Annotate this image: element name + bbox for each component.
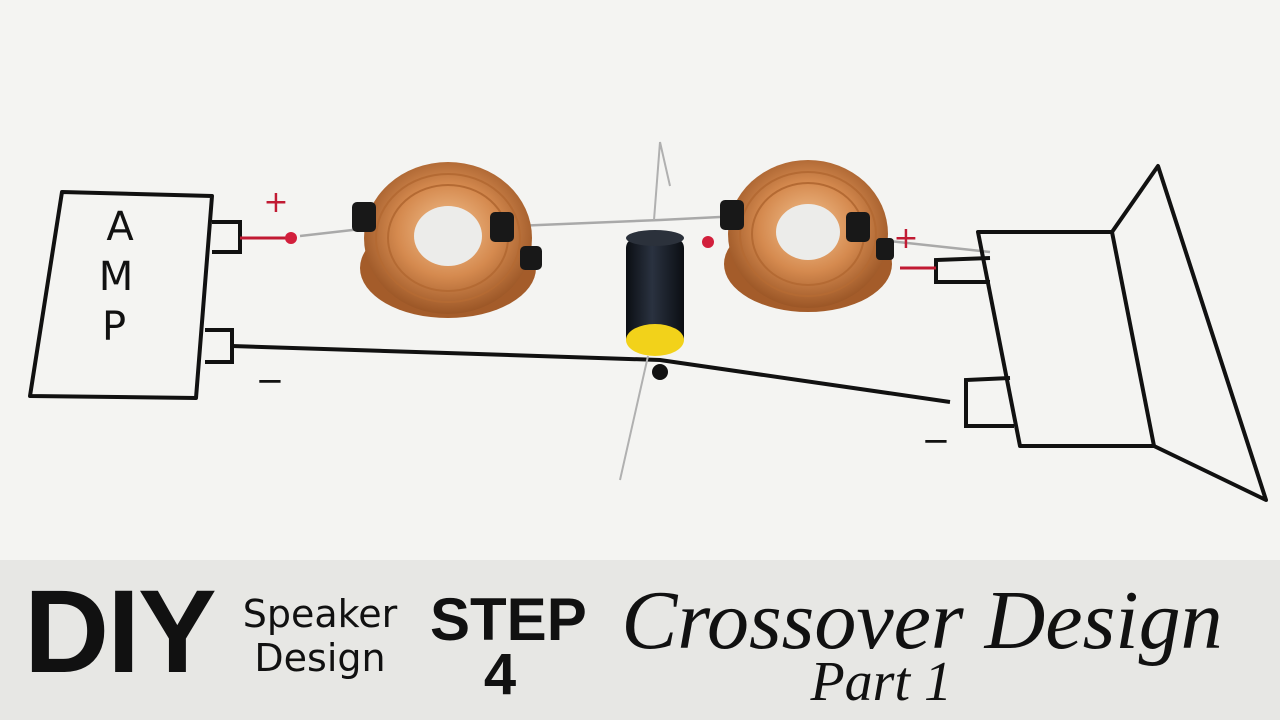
amp-positive-terminal <box>285 232 297 244</box>
amp-letter-m: M <box>99 254 134 300</box>
video-title: Crossover Design <box>621 574 1223 667</box>
series-label-line2: Design <box>254 636 386 680</box>
series-label: Speaker Design <box>222 592 418 680</box>
inductor-coil-2 <box>702 160 894 312</box>
diagram-photo: A M P + − <box>28 141 1268 502</box>
capacitor <box>619 141 684 481</box>
inductor-coil-1 <box>352 162 542 318</box>
amp-minus-sign: − <box>256 361 285 401</box>
amp-plus-sign: + <box>263 185 288 220</box>
title-banner <box>0 560 1280 720</box>
diy-label: DIY <box>24 566 217 698</box>
series-label-line1: Speaker <box>242 592 398 636</box>
crossover-sketch: A M P + − <box>28 141 1268 502</box>
speaker-minus-sign: − <box>922 421 951 461</box>
video-subtitle: Part 1 <box>810 651 952 713</box>
amp-letter-a: A <box>106 204 134 250</box>
speaker-plus-sign: + <box>893 221 918 256</box>
step-number: 4 <box>483 642 517 707</box>
negative-wire <box>231 344 951 404</box>
amp-letter-p: P <box>102 304 126 350</box>
amp-box: A M P <box>28 190 242 400</box>
step-label: STEP <box>430 586 587 653</box>
speaker-drawing: + − <box>893 164 1268 502</box>
